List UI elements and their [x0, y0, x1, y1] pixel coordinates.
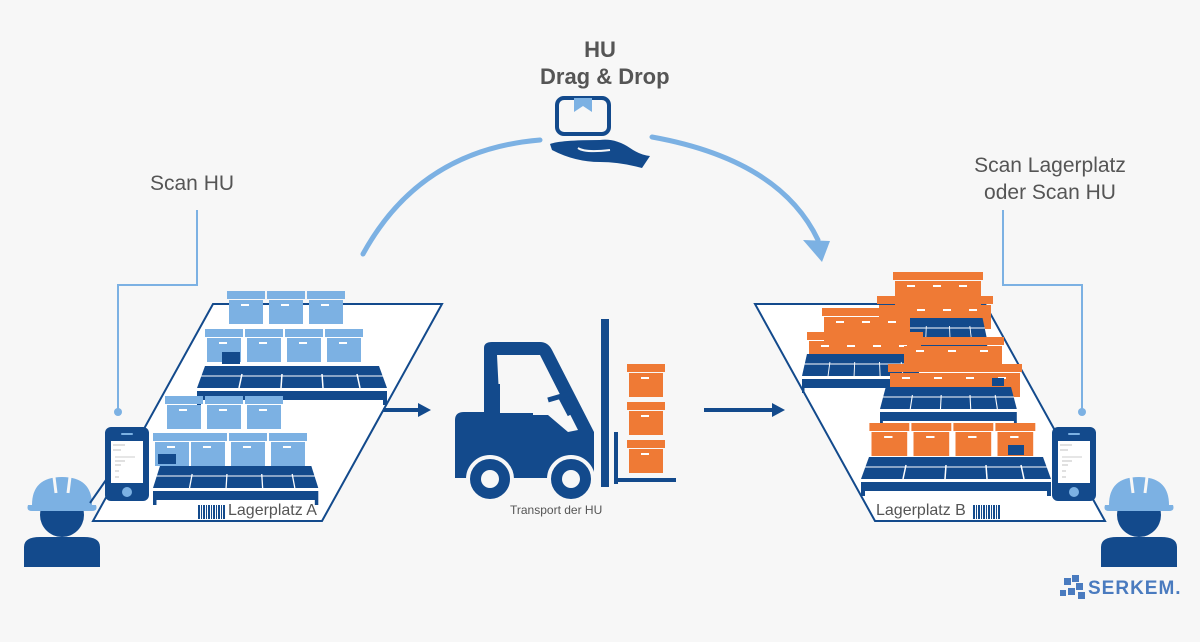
serkem-logo-icon [1060, 575, 1085, 599]
scan-location-line-2: oder Scan HU [984, 181, 1116, 204]
location-b-label: Lagerplatz B [876, 502, 966, 519]
scan-connector-right [1002, 210, 1083, 410]
barcode-icon [973, 505, 1000, 519]
scan-location-line-1: Scan Lagerplatz [974, 154, 1126, 177]
curved-arrow-right [649, 134, 821, 243]
forklift-icon [455, 319, 676, 503]
title-line-1: HU [584, 37, 616, 62]
arrow-right-icon [383, 403, 431, 417]
phone-scanner-icon [1051, 426, 1097, 502]
title-line-2: Drag & Drop [540, 64, 670, 89]
worker-icon [22, 475, 102, 569]
scan-location-label: Scan Lagerplatz oder Scan HU [900, 152, 1200, 206]
location-a-label: Lagerplatz A [228, 502, 317, 519]
pallet-boxes-icon [860, 423, 1052, 497]
forklift-load-boxes [627, 364, 665, 473]
barcode-icon [198, 505, 225, 519]
pallet-boxes-icon [879, 337, 1022, 427]
curved-arrow-left [360, 137, 543, 257]
brand-logo: SERKEM. [1088, 578, 1182, 599]
pallet-boxes-icon [152, 396, 320, 506]
transport-label: Transport der HU [510, 503, 603, 517]
phone-scanner-icon [104, 426, 150, 502]
pallet-boxes-icon [196, 291, 388, 406]
page-title: HU Drag & Drop [540, 36, 670, 90]
arrowhead-icon [803, 240, 830, 262]
scan-hu-label: Scan HU [150, 172, 235, 195]
arrow-right-icon [704, 403, 785, 417]
hand-box-icon [550, 96, 650, 168]
scan-connector-left [117, 210, 198, 410]
worker-icon [1099, 475, 1179, 569]
